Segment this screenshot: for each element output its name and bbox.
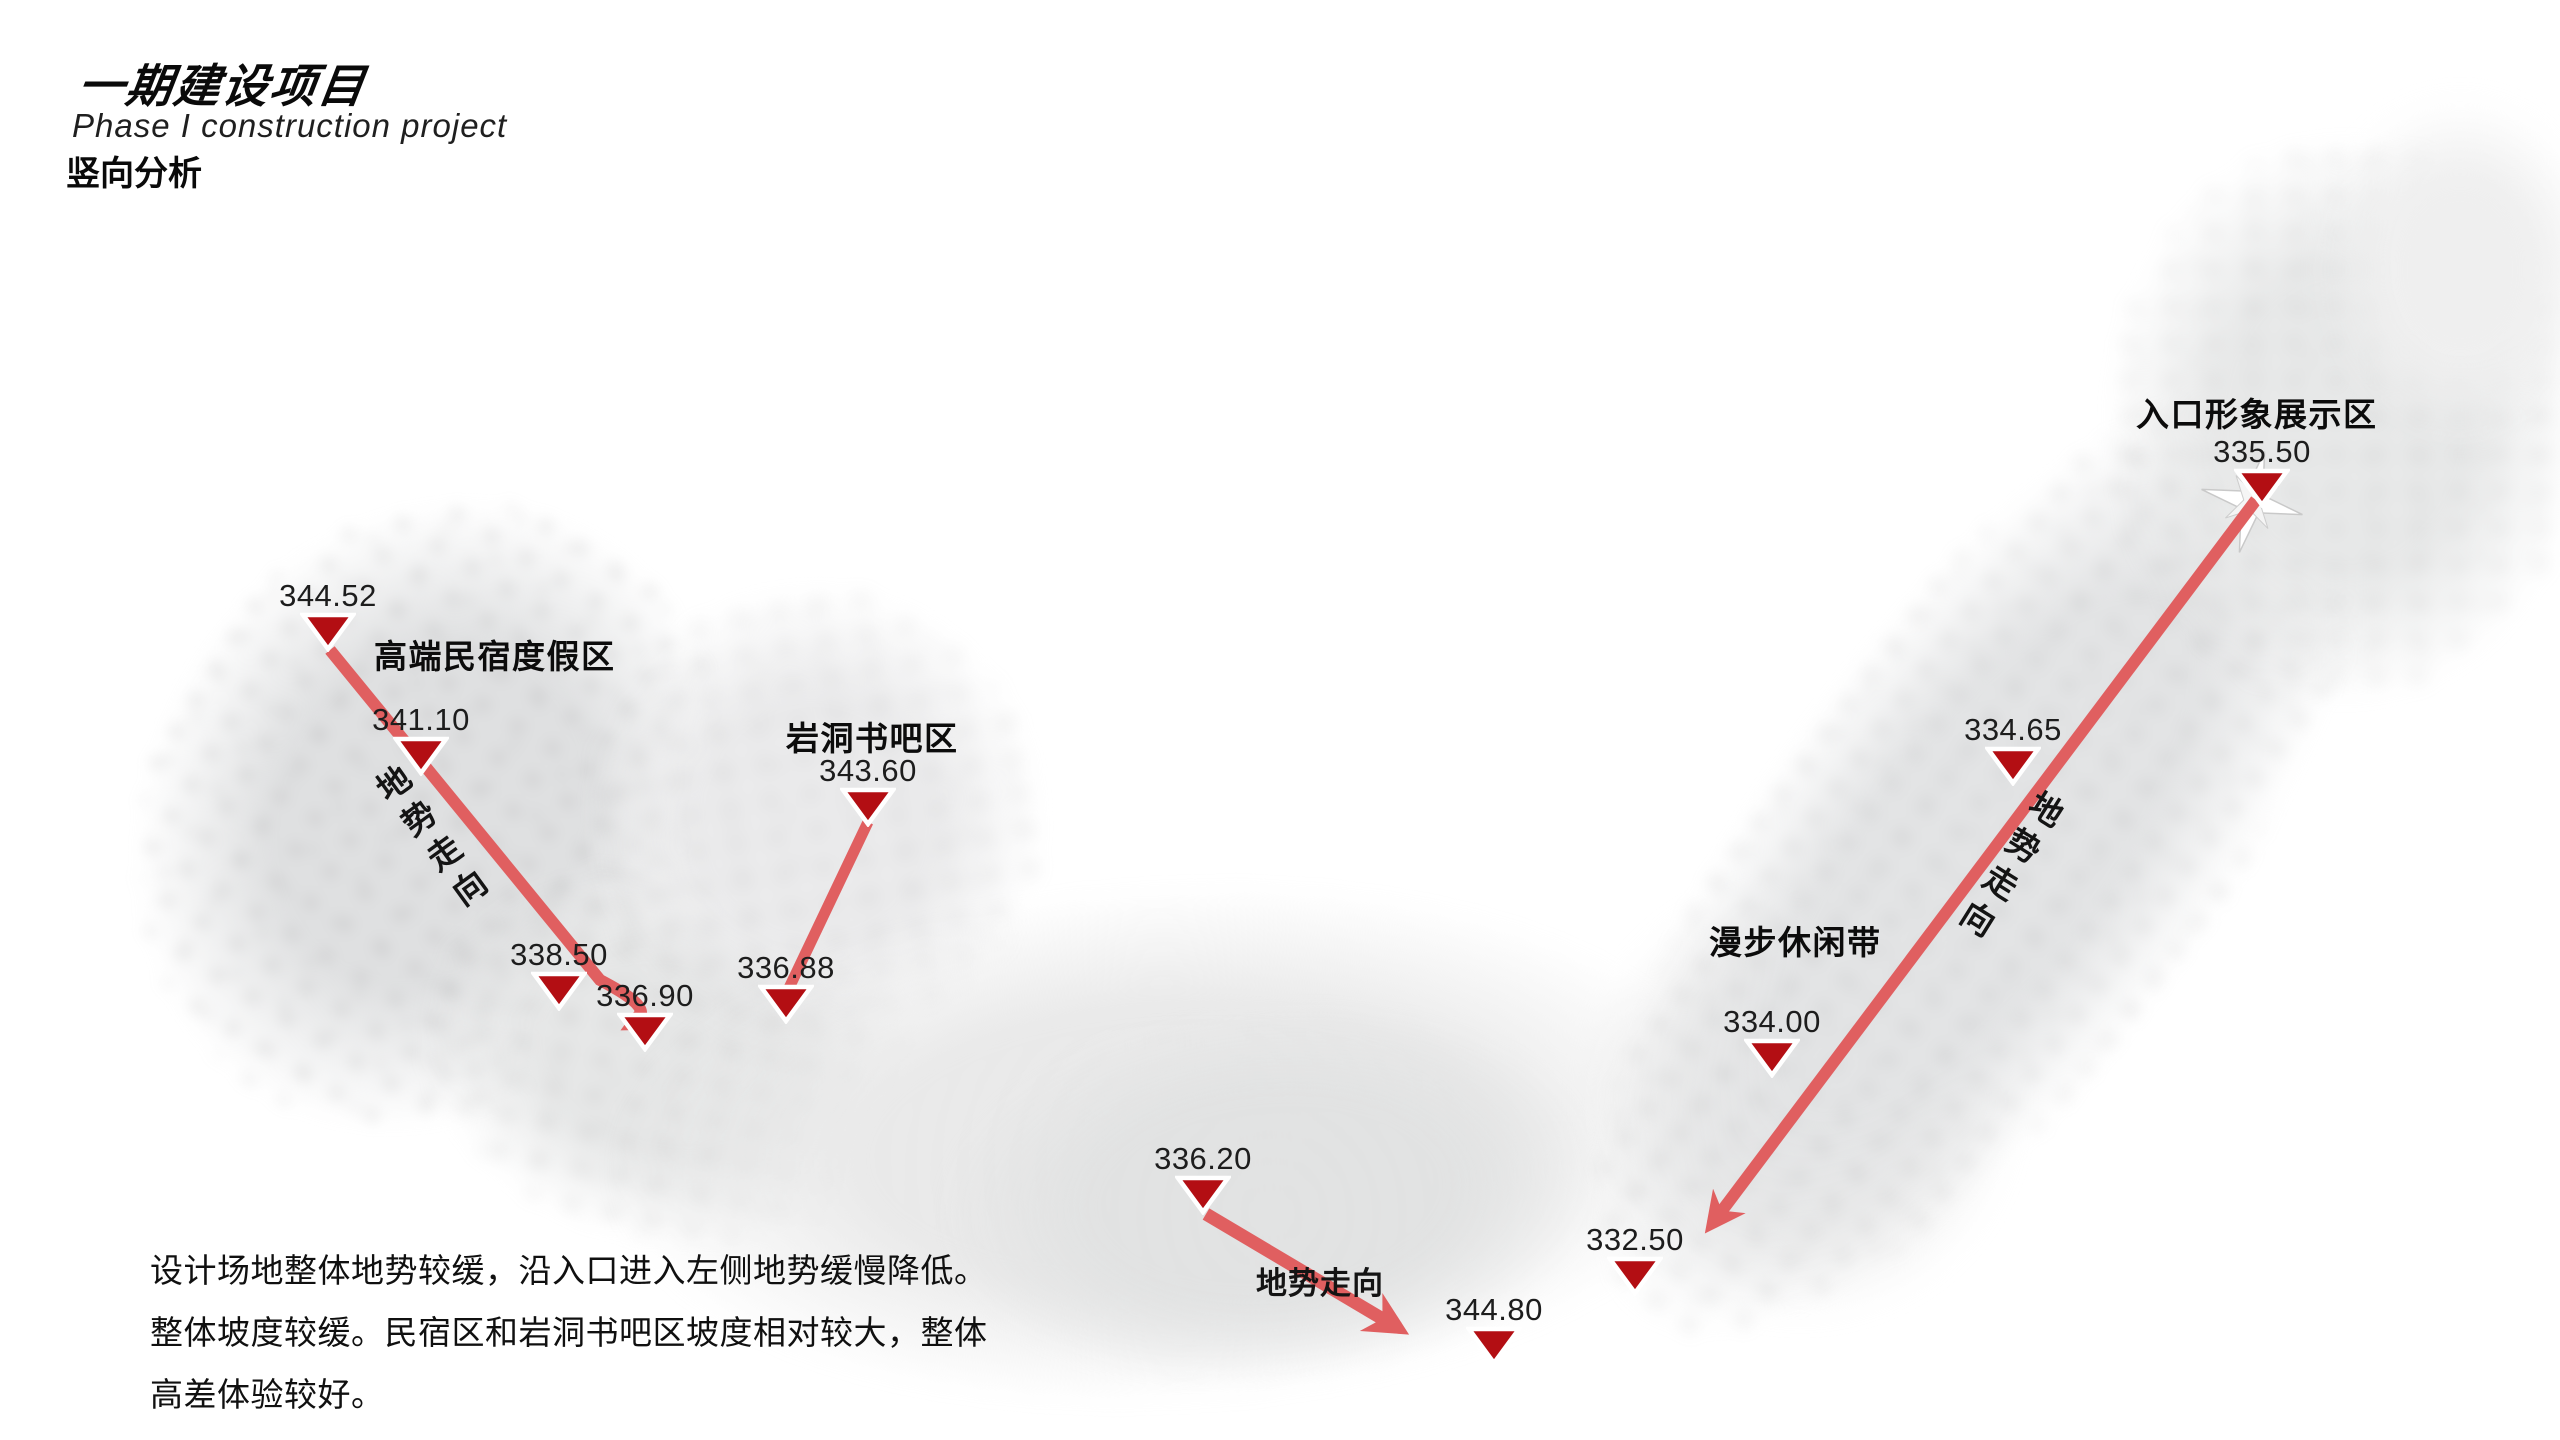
elevation-triangle-icon [617, 1012, 673, 1052]
elevation-triangle-icon [531, 971, 587, 1011]
elevation-marker-332-50: 332.50 [1565, 1222, 1705, 1296]
elevation-value: 336.20 [1154, 1141, 1252, 1176]
elevation-value: 336.88 [737, 950, 835, 985]
zone-label-resort: 高端民宿度假区 [374, 638, 616, 675]
elevation-triangle-icon [1466, 1326, 1522, 1366]
elevation-value: 336.90 [596, 978, 694, 1013]
elevation-value: 343.60 [819, 753, 917, 788]
elevation-triangle-icon [1744, 1038, 1800, 1078]
elevation-marker-343-60: 343.60 [798, 753, 938, 827]
elevation-triangle-icon [1985, 746, 2041, 786]
zone-label-entrance: 入口形象展示区 [2136, 396, 2378, 433]
elevation-value: 332.50 [1586, 1222, 1684, 1257]
elevation-value: 334.00 [1723, 1004, 1821, 1039]
elevation-marker-344-80: 344.80 [1424, 1292, 1564, 1366]
elevation-marker-338-50: 338.50 [489, 937, 629, 1011]
elevation-marker-336-88: 336.88 [716, 950, 856, 1024]
elevation-triangle-icon [393, 736, 449, 776]
elevation-triangle-icon [1175, 1175, 1231, 1215]
analysis-description-line: 设计场地整体地势较缓，沿入口进入左侧地势缓慢降低。 [150, 1252, 988, 1289]
analysis-description-line: 高差体验较好。 [150, 1376, 385, 1413]
analysis-description: 设计场地整体地势较缓，沿入口进入左侧地势缓慢降低。 整体坡度较缓。民宿区和岩洞书… [150, 1240, 988, 1426]
analysis-description-line: 整体坡度较缓。民宿区和岩洞书吧区坡度相对较大，整体 [150, 1314, 988, 1351]
zone-label-cave-bar: 岩洞书吧区 [786, 720, 959, 757]
elevation-marker-335-50: 335.50 [2192, 434, 2332, 508]
page-title-en: Phase I construction project [72, 107, 508, 144]
elevation-marker-334-00: 334.00 [1702, 1004, 1842, 1078]
elevation-marker-334-65: 334.65 [1943, 712, 2083, 786]
terrain-top-right [2320, 100, 2560, 440]
elevation-triangle-icon [1607, 1256, 1663, 1296]
elevation-value: 341.10 [372, 702, 470, 737]
elevation-triangle-icon [758, 984, 814, 1024]
elevation-value: 344.52 [279, 578, 377, 613]
elevation-value: 338.50 [510, 937, 608, 972]
elevation-value: 344.80 [1445, 1292, 1543, 1327]
terrain-flow-arrow-entrance [1704, 496, 2261, 1234]
terrain-flow-arrow-valley [1202, 1208, 1410, 1335]
elevation-marker-341-10: 341.10 [351, 702, 491, 776]
terrain-flow-line-cave [784, 819, 873, 991]
zone-label-leisure-belt: 漫步休闲带 [1709, 924, 1882, 961]
elevation-triangle-icon [2234, 468, 2290, 508]
elevation-value: 334.65 [1964, 712, 2062, 747]
section-title: 竖向分析 [66, 155, 202, 193]
elevation-value: 335.50 [2213, 434, 2311, 469]
elevation-marker-344-52: 344.52 [258, 578, 398, 652]
elevation-marker-336-20: 336.20 [1133, 1141, 1273, 1215]
flow-label-horizontal: 地势走向 [1256, 1266, 1384, 1301]
elevation-triangle-icon [300, 612, 356, 652]
elevation-triangle-icon [840, 787, 896, 827]
elevation-marker-336-90: 336.90 [575, 978, 715, 1052]
